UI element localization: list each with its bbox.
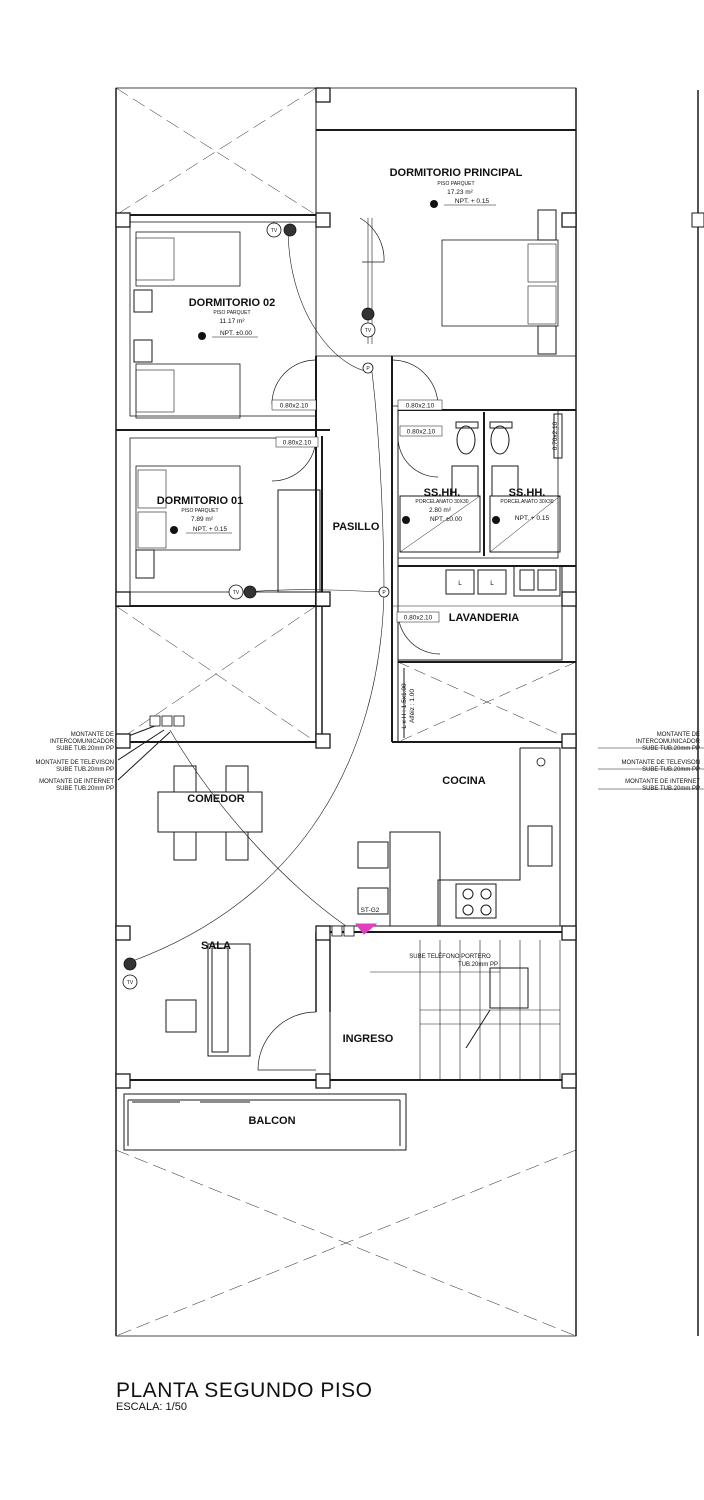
room-area-dormitorio-01: 7.89 m² — [191, 516, 214, 523]
telephone-outlet-marker — [354, 923, 378, 935]
room-name-dormitorio-principal: DORMITORIO PRINCIPAL — [390, 167, 523, 179]
room-name-balcon: BALCON — [248, 1115, 295, 1127]
montante-intercom-line3: SUBE TUB.20mm PP — [56, 746, 114, 752]
montante-internet-right-line1: MONTANTE DE INTERNET — [625, 779, 700, 785]
room-name-sshh-1: SS.HH. — [424, 487, 461, 499]
junction-label-2: P — [382, 590, 386, 596]
room-name-pasillo: PASILLO — [333, 521, 380, 533]
room-name-dormitorio-02: DORMITORIO 02 — [189, 297, 276, 309]
montante-tv-right-line1: MONTANTE DE TELEVISON — [622, 760, 700, 766]
montante-intercom-line2: INTERCOMUNICADOR — [50, 739, 115, 745]
room-area-dormitorio-principal: 17.23 m² — [447, 189, 473, 196]
room-name-ingreso: INGRESO — [343, 1033, 394, 1045]
room-floor-dormitorio-principal: PISO PARQUET — [437, 181, 474, 187]
montante-tv-right-line2: SUBE TUB.20mm PP — [642, 767, 700, 773]
room-name-sala: SALA — [201, 940, 231, 952]
plan-title: PLANTA SEGUNDO PISO — [116, 1379, 373, 1402]
junction-label-1: P — [366, 366, 370, 372]
laundry-l-label-2: L — [490, 580, 494, 587]
room-floor-dormitorio-02: PISO PARQUET — [213, 310, 250, 316]
tv-label-dorm01: TV — [233, 590, 240, 596]
door-label-1: 0.80x2.10 — [280, 403, 309, 410]
tv-label-dorm02: TV — [271, 228, 278, 234]
st-g2-label: ST-G2 — [361, 907, 380, 914]
door-label-2: 0.80x2.10 — [283, 440, 312, 447]
plan-scale: ESCALA: 1/50 — [116, 1401, 187, 1413]
montante-internet-line1: MONTANTE DE INTERNET — [39, 779, 114, 785]
door-label-5: 0.70x2.10 — [552, 421, 559, 450]
room-floor-dormitorio-01: PISO PARQUET — [181, 508, 218, 514]
montante-intercom-line1: MONTANTE DE — [71, 732, 114, 738]
door-label-3: 0.80x2.10 — [406, 403, 435, 410]
montante-tv-line2: SUBE TUB.20mm PP — [56, 767, 114, 773]
window-note-sill: Alféiz : 1.00 — [409, 689, 416, 723]
montante-intercom-right-line2: INTERCOMUNICADOR — [636, 739, 701, 745]
room-name-lavanderia: LAVANDERIA — [449, 612, 520, 624]
room-level-dormitorio-01: NPT. + 0.15 — [193, 526, 228, 533]
room-level-sshh-1: NPT. ±0.00 — [430, 516, 462, 523]
tv-label-principal: TV — [365, 328, 372, 334]
outer-boundary — [115, 87, 577, 1337]
plan-title-block: PLANTA SEGUNDO PISO ESCALA: 1/50 — [116, 1380, 373, 1413]
montante-intercom-right-line3: SUBE TUB.20mm PP — [642, 746, 700, 752]
room-area-sshh-1: 2.80 m² — [429, 507, 452, 514]
room-name-comedor: COMEDOR — [187, 793, 245, 805]
portero-note-line2: TUB.20mm PP — [458, 962, 498, 968]
room-floor-sshh-2: PORCELANATO 30X30 — [500, 499, 553, 505]
montante-intercom-right-line1: MONTANTE DE — [657, 732, 700, 738]
window-note-size: L x H : 1.5x1.00 — [401, 683, 408, 729]
room-floor-sshh-1: PORCELANATO 30X30 — [415, 499, 468, 505]
room-level-dormitorio-02: NPT. ±0.00 — [220, 330, 252, 337]
laundry-l-label-1: L — [458, 580, 462, 587]
room-level-sshh-2: NPT. + 0.15 — [515, 515, 550, 522]
door-label-4: 0.80x2.10 — [407, 429, 436, 436]
room-name-sshh-2: SS.HH. — [509, 487, 546, 499]
door-label-6: 0.80x2.10 — [404, 615, 433, 622]
room-name-cocina: COCINA — [442, 775, 485, 787]
room-name-dormitorio-01: DORMITORIO 01 — [157, 495, 244, 507]
room-level-dormitorio-principal: NPT. + 0.15 — [455, 198, 490, 205]
montante-internet-right-line2: SUBE TUB.20mm PP — [642, 786, 700, 792]
montante-tv-line1: MONTANTE DE TELEVISON — [36, 760, 114, 766]
portero-note-line1: SUBE TELÉFONO PORTERO — [409, 953, 491, 960]
room-area-dormitorio-02: 11.17 m² — [219, 318, 245, 325]
tv-label-sala: TV — [127, 980, 134, 986]
montante-internet-line2: SUBE TUB.20mm PP — [56, 786, 114, 792]
